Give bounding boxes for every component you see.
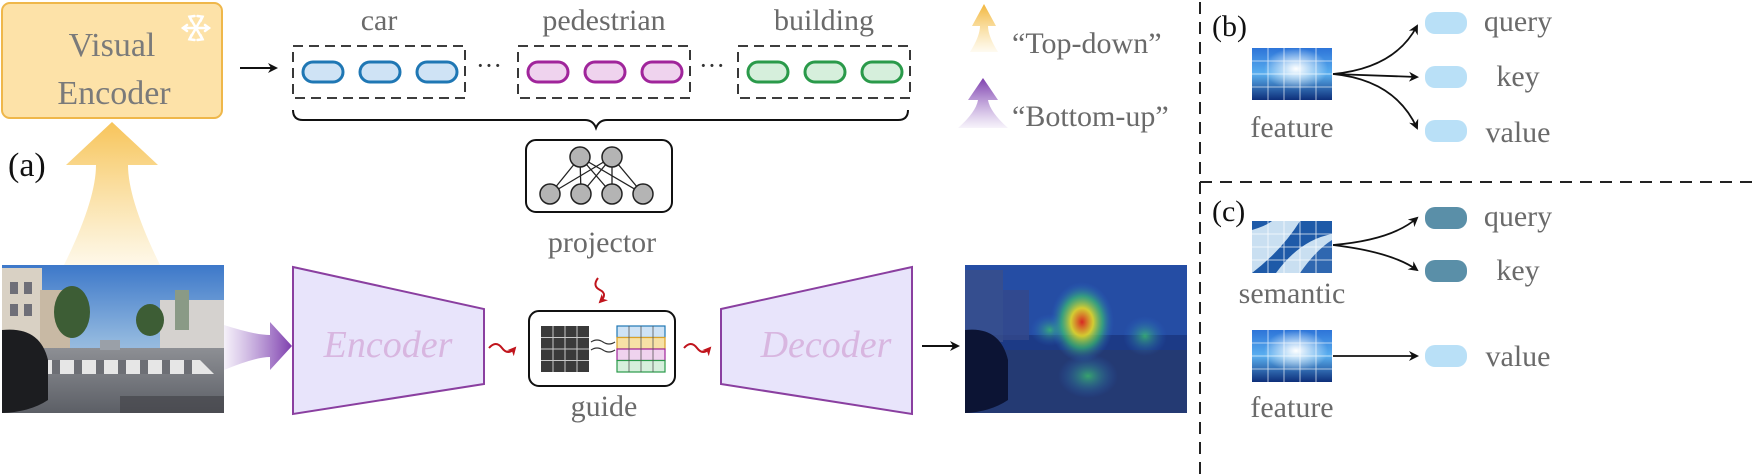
token-ellipsis: ··· — [699, 51, 725, 80]
panel-c-target-key: key — [1496, 254, 1539, 287]
guide-feature-grid — [541, 326, 589, 372]
panel-c-feature-label: feature — [1250, 391, 1333, 424]
projector-node — [539, 183, 561, 205]
feature-map-icon — [1252, 330, 1332, 382]
arrow-to-key — [1332, 244, 1419, 272]
feature-map-icon — [1252, 48, 1332, 100]
token-pill — [301, 60, 345, 84]
tokens-brace — [292, 109, 909, 131]
projector-node — [601, 183, 623, 205]
projector-node — [570, 183, 592, 205]
output-heatmap-image — [965, 265, 1187, 413]
token-group-label: building — [774, 4, 874, 37]
input-street-image — [2, 265, 224, 413]
projector-label: projector — [548, 226, 656, 259]
token-group-3: building — [737, 4, 911, 99]
guide-to-decoder-arrow — [683, 343, 712, 357]
key-token-pill — [1425, 66, 1467, 88]
encoder-shape — [292, 265, 485, 416]
legend: “Top-down” “Bottom-up” — [958, 4, 1169, 133]
token-group-1: car — [292, 4, 466, 99]
token-group-box — [737, 45, 911, 99]
guide-link-lines — [590, 339, 616, 353]
projector-node — [632, 183, 654, 205]
token-group-box — [517, 45, 691, 99]
value-token-pill — [1425, 120, 1467, 142]
token-pill — [583, 60, 627, 84]
token-pill — [415, 60, 459, 84]
panel-b: (b) feature query key value — [1212, 5, 1552, 149]
panel-c: (c) semantic query key — [1212, 195, 1552, 424]
visual-encoder-box — [1, 2, 223, 119]
panel-c-semantic-label: semantic — [1239, 277, 1346, 310]
guide: guide — [528, 310, 676, 423]
visual-encoder-label-line1: Visual — [69, 27, 156, 64]
semantic-map-icon — [1252, 221, 1332, 273]
token-pill — [640, 60, 684, 84]
visual-encoder-block: Visual Encoder — [1, 2, 223, 119]
visual-encoder-label-line2: Encoder — [57, 75, 171, 112]
legend-top-down-label: “Top-down” — [1012, 27, 1162, 60]
key-token-pill — [1425, 260, 1467, 282]
panel-label-c: (c) — [1212, 195, 1245, 228]
token-row: car pedestrian building ··· ··· — [240, 4, 911, 131]
snowflake-icon — [180, 14, 212, 42]
projector-node — [601, 146, 623, 168]
query-token-pill — [1425, 207, 1467, 229]
encoder-label: Encoder — [323, 324, 453, 366]
decoder-block: Decoder — [720, 265, 913, 416]
legend-bottom-up-label: “Bottom-up” — [1012, 100, 1169, 133]
decoder-label: Decoder — [760, 324, 892, 366]
panel-c-target-query: query — [1484, 200, 1552, 233]
bottom-up-arrow-input — [224, 322, 292, 370]
arrow-to-query — [1332, 24, 1418, 75]
token-group-label: car — [361, 4, 398, 37]
panel-label-b: (b) — [1212, 10, 1247, 43]
guide-token-grid — [616, 325, 666, 373]
token-ellipsis: ··· — [476, 51, 502, 80]
decoder-shape — [720, 265, 913, 416]
panel-b-target-query: query — [1484, 5, 1552, 38]
arrow-to-key — [1332, 71, 1419, 82]
panel-b-target-value: value — [1486, 116, 1551, 149]
panel-c-target-value: value — [1486, 340, 1551, 373]
projector-node — [569, 146, 591, 168]
token-pill — [526, 60, 570, 84]
projector-to-guide-arrow — [594, 277, 609, 304]
arrow-to-query — [1332, 216, 1419, 246]
query-token-pill — [1425, 12, 1467, 34]
encoder-to-guide-arrow — [488, 343, 517, 357]
token-pill — [860, 60, 904, 84]
token-group-2: pedestrian — [517, 4, 691, 99]
panel-label-a: (a) — [8, 147, 46, 184]
token-pill — [746, 60, 790, 84]
bottom-up-legend-icon — [958, 78, 1008, 128]
encoder-block: Encoder — [292, 265, 485, 416]
top-down-arrow — [64, 122, 160, 265]
token-group-box — [292, 45, 466, 99]
panel-b-source-label: feature — [1250, 111, 1333, 144]
token-group-label: pedestrian — [542, 4, 665, 37]
top-down-legend-icon — [970, 4, 998, 52]
value-token-pill — [1425, 345, 1467, 367]
projector: projector — [525, 139, 673, 259]
token-pill — [803, 60, 847, 84]
panel-b-target-key: key — [1496, 60, 1539, 93]
guide-label: guide — [571, 390, 638, 423]
arrow-to-value — [1332, 73, 1419, 130]
token-pill — [358, 60, 402, 84]
